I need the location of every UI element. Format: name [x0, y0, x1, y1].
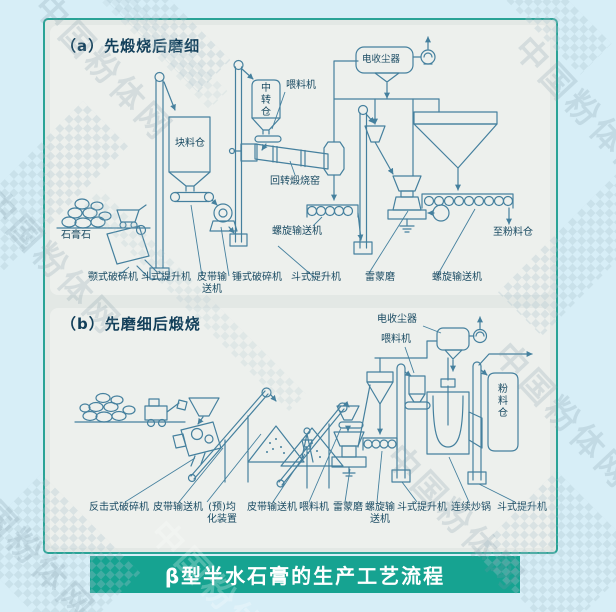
bucket-elevator-a-b [391, 363, 412, 483]
stockpile-2-b [280, 427, 344, 467]
label-dust-collector-b: 电收尘器 [377, 314, 417, 325]
footer-title: β型半水石膏的生产工艺流程 [164, 564, 446, 588]
gas-ducts-a [333, 98, 440, 177]
rotary-kiln-a [228, 143, 329, 170]
jaw-crusher-a [106, 224, 158, 278]
mill-fan-a [427, 204, 450, 222]
loader-cart-a [116, 204, 147, 229]
belt-conveyor-2-b [276, 401, 350, 489]
label-block-silo-a: 块料仓 [175, 138, 205, 149]
label-screw-conveyor-b: 螺旋输送机 [365, 502, 395, 525]
label-continuous-kettle-b: 连续炒锅 [451, 502, 491, 513]
section-a-heading: （a）先煅烧后磨细 [61, 37, 201, 55]
label-rotary-kiln-a: 回转煅烧窑 [270, 176, 320, 187]
hammer-crusher-a [209, 203, 238, 234]
footer-title-bar: β型半水石膏的生产工艺流程 [90, 556, 520, 593]
feed-hopper-b [188, 397, 220, 425]
label-raymond-mill-b: 雷蒙磨 [333, 502, 363, 513]
classifier-cyclone-a [413, 111, 498, 191]
belt-conveyor-1-b [187, 387, 277, 483]
belt-conveyor-a [169, 191, 218, 206]
dust-collector-a [355, 46, 414, 99]
kiln-hood-cyclone-a [323, 60, 359, 201]
gas-ducts-b [374, 340, 533, 381]
mill-feed-hopper-b [336, 405, 364, 432]
label-bucket-elevator-2-a: 斗式提升机 [291, 272, 341, 283]
label-feeder-a: 喂料机 [286, 80, 316, 91]
section-b-heading: （b）先磨细后煅烧 [61, 315, 201, 333]
label-powder-silo-b: 粉料仓 [498, 384, 508, 419]
leader-lines-b [124, 325, 516, 503]
bucket-elevator-3-a [353, 104, 375, 255]
exhaust-fan-b [468, 316, 488, 344]
section-a-panel [50, 25, 550, 295]
dust-collector-b [436, 327, 470, 372]
bucket-elevator-1-a [149, 71, 176, 280]
cyclone-b [366, 357, 394, 435]
label-gypsum-stone-a: 石膏石 [61, 230, 91, 241]
block-silo-a [168, 116, 211, 192]
label-feeder-b: 喂料机 [299, 502, 329, 513]
transfer-silo-a [251, 79, 282, 151]
powder-silo-b [487, 372, 519, 452]
gypsum-pile-a [56, 198, 151, 229]
exhaust-fan-a [412, 36, 436, 65]
label-bucket-elevator-1-b: 斗式提升机 [397, 502, 447, 513]
label-raymond-mill-a: 雷蒙磨 [365, 272, 395, 283]
screw-conveyor-2-a [421, 193, 514, 225]
continuous-kettle-b [426, 378, 483, 455]
label-feeder-top-b: 喂料机 [381, 334, 411, 345]
label-hammer-crusher-a: 锤式破碎机 [232, 272, 282, 283]
raymond-mill-b [331, 384, 371, 477]
label-homogenizer-b: (预)均化装置 [207, 502, 237, 525]
screw-conveyor-1-a [306, 204, 364, 241]
label-jaw-crusher-a: 颚式破碎机 [88, 272, 138, 283]
label-bucket-elevator-1-a: 斗式提升机 [141, 272, 191, 283]
screw-conveyor-b [362, 437, 398, 451]
label-screw-conveyor-right-a: 螺旋输送机 [432, 272, 482, 283]
label-belt-conveyor-2-b: 皮带输送机 [247, 502, 297, 513]
label-to-powder-silo-a: 至粉料仓 [493, 227, 533, 238]
mill-feed-hopper-a [364, 125, 394, 175]
gypsum-pile-b [74, 392, 186, 423]
label-belt-conveyor-a: 皮带输送机 [197, 272, 227, 295]
flow-diagram-canvas [56, 36, 533, 503]
label-screw-conveyor-left-a: 螺旋输送机 [272, 226, 322, 237]
label-belt-conveyor-1-b: 皮带输送机 [153, 502, 203, 513]
loader-b [144, 398, 188, 428]
surge-silo-feeder-b [404, 375, 431, 410]
bucket-elevator-b-b [467, 361, 488, 485]
raymond-mill-a [387, 175, 427, 233]
label-bucket-elevator-2-b: 斗式提升机 [497, 502, 547, 513]
stockpile-1-b [247, 425, 305, 463]
diagram-panel: （a）先煅烧后磨细 石膏石 块料仓 中转仓 喂料机 回转煅烧窑 电收尘器 螺旋输… [43, 18, 558, 554]
label-transfer-silo-a: 中转仓 [261, 83, 271, 118]
leader-lines-a [117, 91, 476, 279]
label-impact-crusher-b: 反击式破碎机 [89, 502, 149, 513]
label-dust-collector-a: 电收尘器 [362, 54, 401, 65]
